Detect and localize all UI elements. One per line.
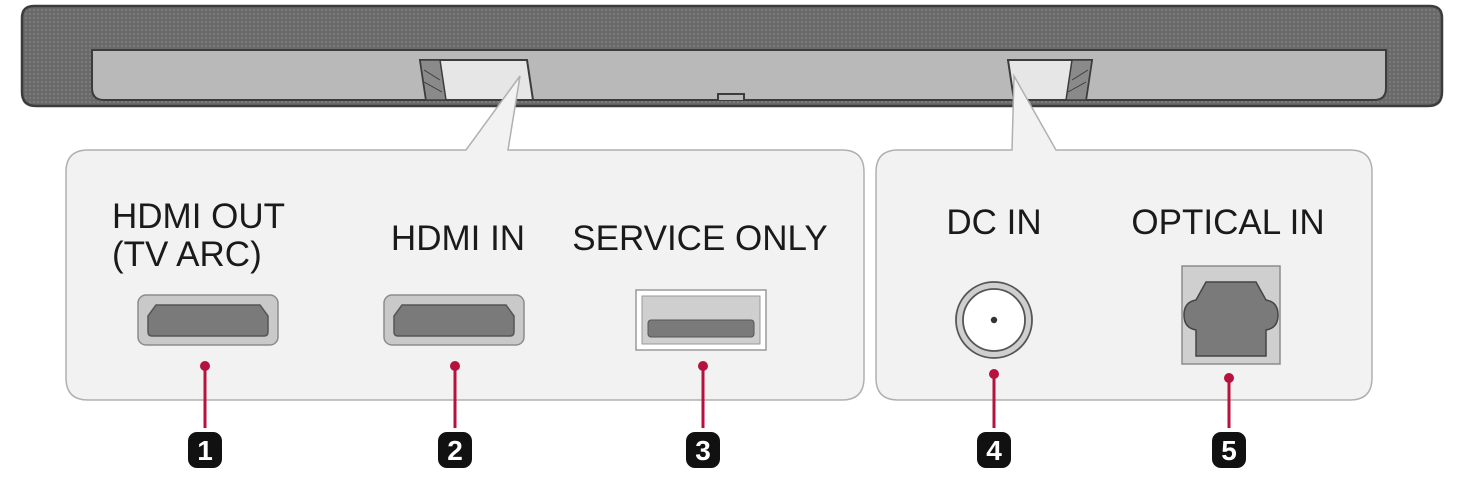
hdmi-port-icon — [137, 294, 279, 346]
callout-dot-dc-in — [989, 369, 999, 379]
port-label-service-only: SERVICE ONLY — [572, 219, 827, 258]
hdmi-port-icon — [383, 294, 525, 346]
number-badge-label-dc-in: 4 — [986, 435, 1002, 466]
number-badge-hdmi-in — [438, 432, 472, 468]
port-label-hdmi-out: HDMI OUT (TV ARC) — [112, 197, 294, 274]
number-badge-label-service-only: 3 — [695, 435, 711, 466]
callout-dot-hdmi-out — [200, 361, 210, 371]
number-badge-hdmi-out — [188, 432, 222, 468]
callout-dot-service-only — [698, 361, 708, 371]
port-label-dc-in: DC IN — [946, 203, 1041, 242]
port-label-hdmi-in: HDMI IN — [391, 219, 525, 258]
number-badge-label-hdmi-out: 1 — [197, 435, 213, 466]
number-badge-optical-in — [1212, 432, 1246, 468]
number-badge-service-only — [686, 432, 720, 468]
port-label-optical-in: OPTICAL IN — [1131, 203, 1324, 242]
center-notch — [717, 93, 745, 100]
optical-port-icon — [1181, 265, 1281, 365]
number-badge-label-optical-in: 5 — [1221, 435, 1237, 466]
callout-dot-hdmi-in — [450, 361, 460, 371]
left-connector-bay — [418, 59, 535, 101]
number-badge-label-hdmi-in: 2 — [447, 435, 463, 466]
usb-port-icon — [635, 289, 767, 351]
soundbar-rear-recess — [91, 49, 1387, 101]
number-badge-dc-in — [977, 432, 1011, 468]
right-connector-bay — [1006, 59, 1094, 101]
soundbar-body — [20, 4, 1444, 108]
dc-jack-icon — [955, 281, 1033, 359]
callout-markers: 1 2 3 4 5 — [188, 361, 1246, 468]
callout-dot-optical-in — [1224, 373, 1234, 383]
